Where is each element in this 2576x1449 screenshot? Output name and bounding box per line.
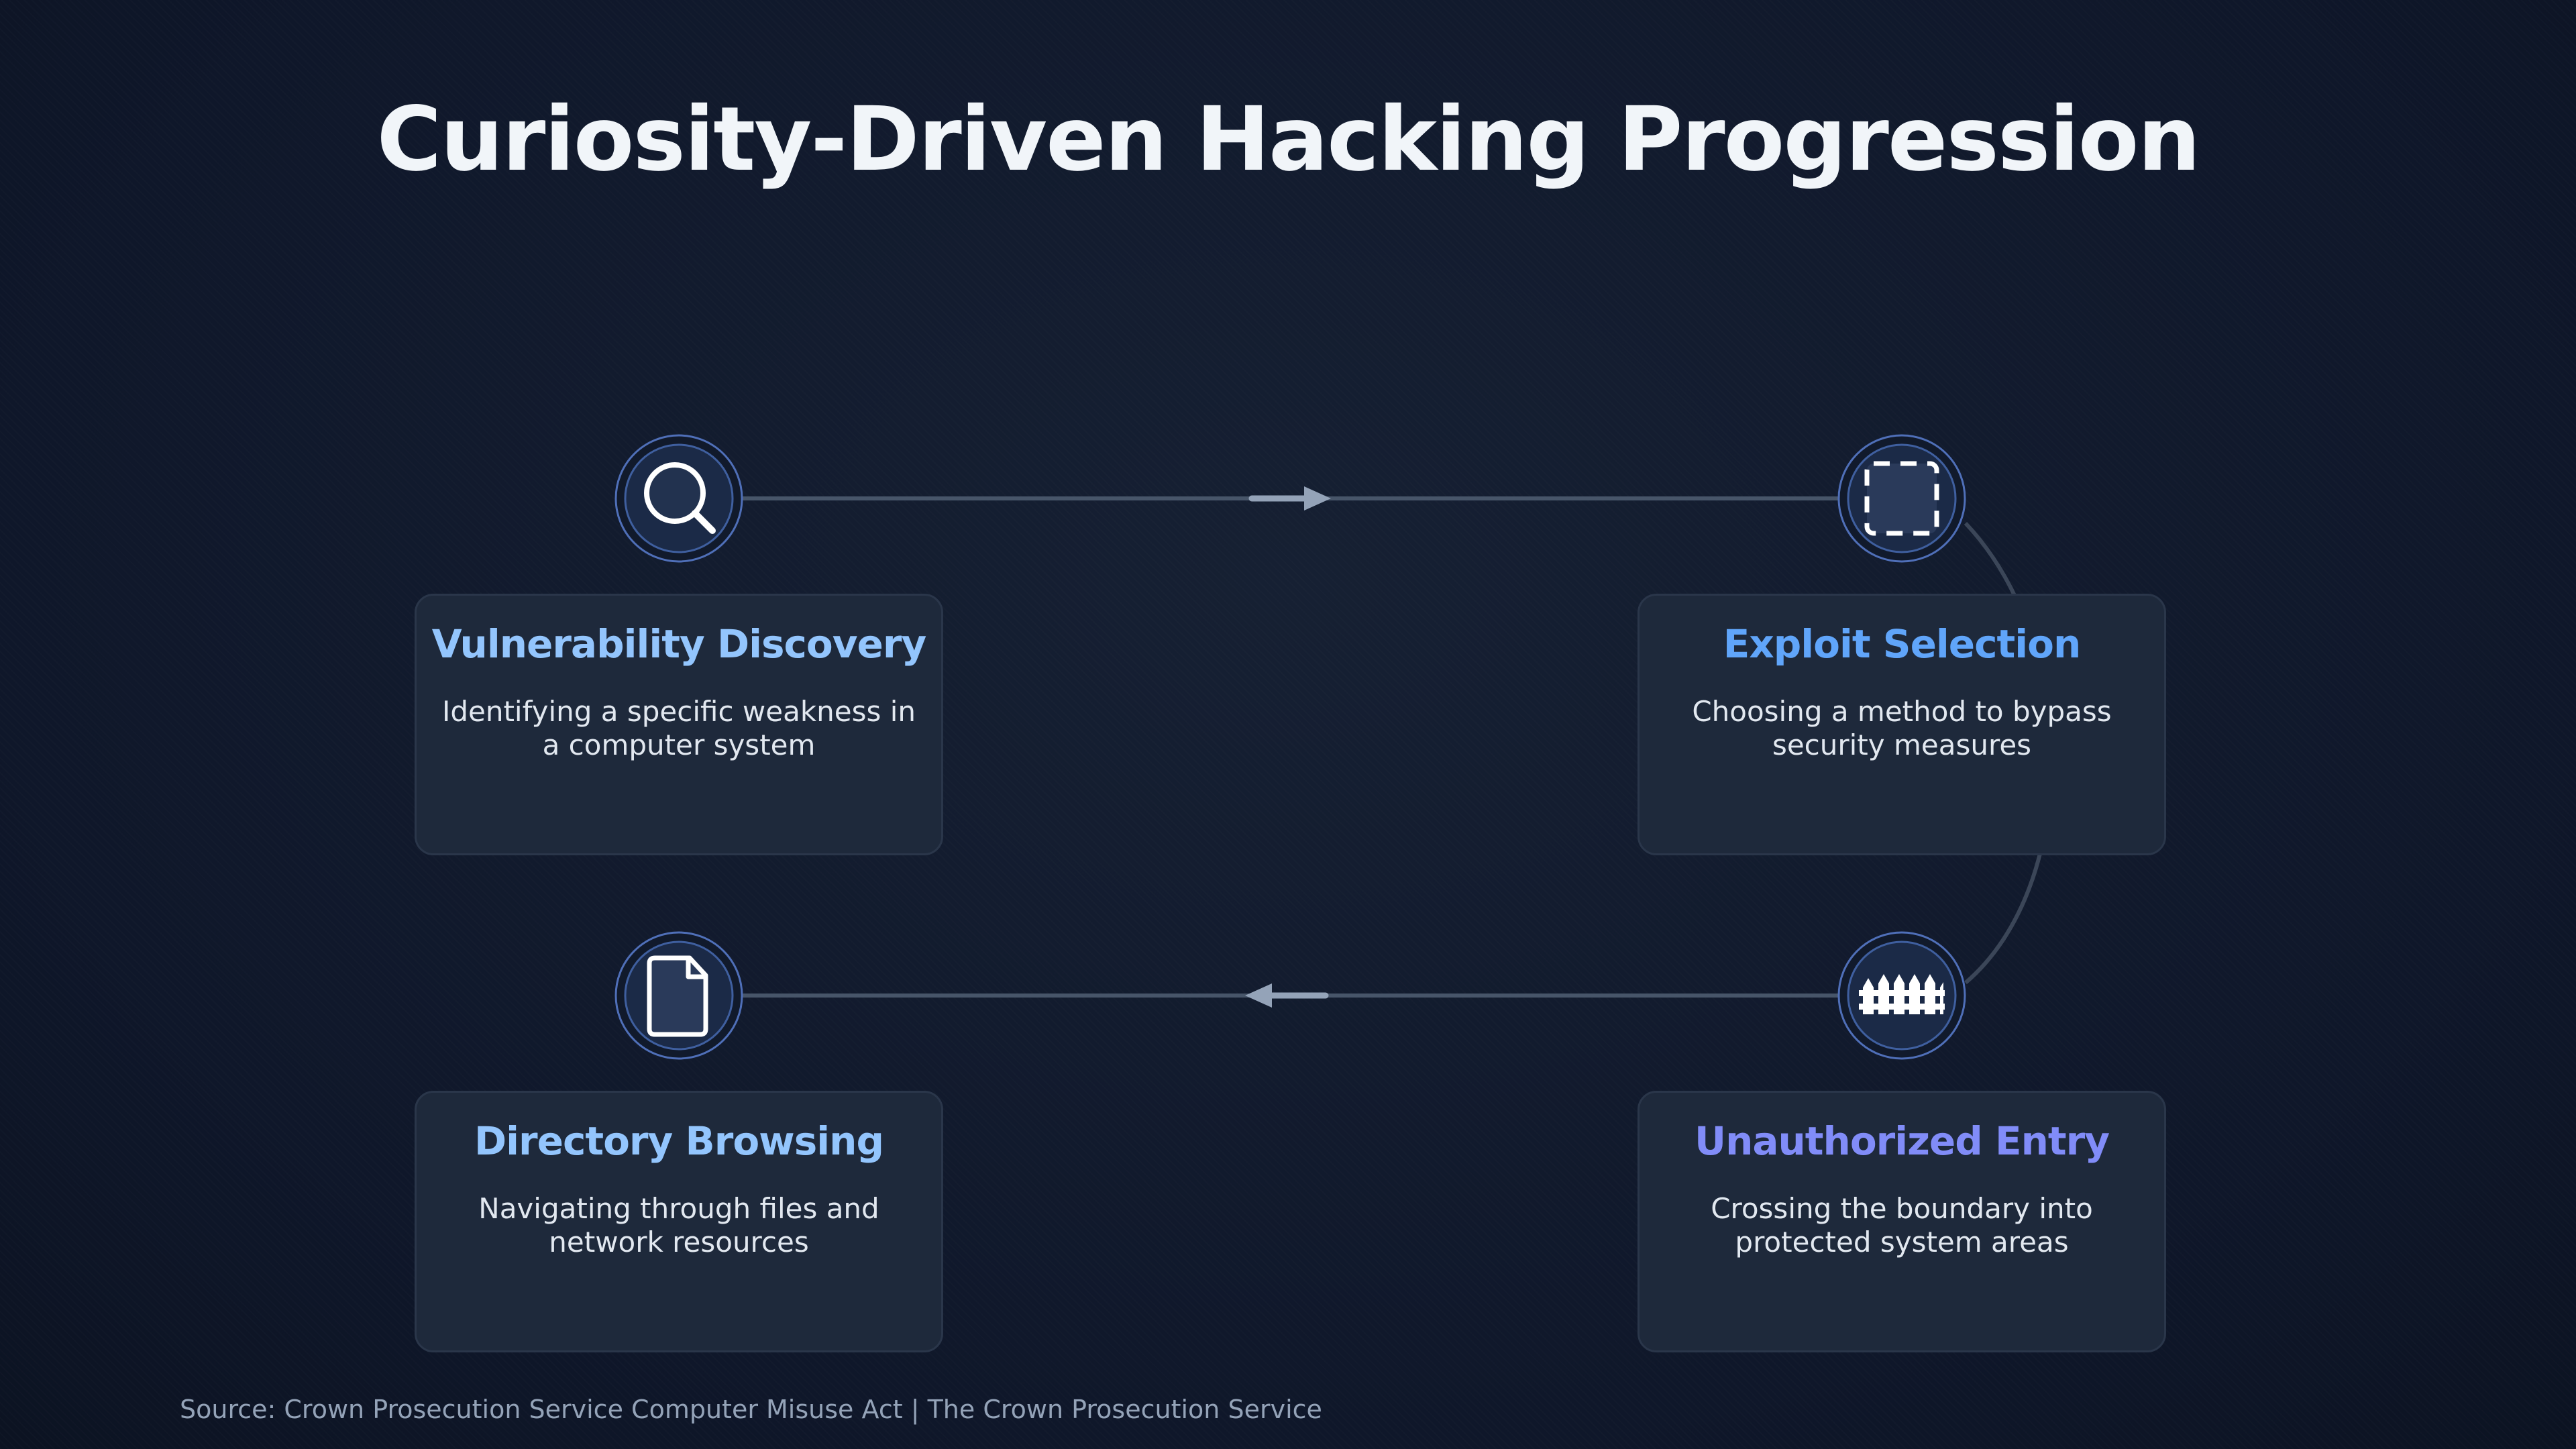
arrow-right-icon	[1248, 486, 1331, 511]
step-title: Directory Browsing	[474, 1118, 884, 1164]
step-card-directory-browsing: Directory Browsing Navigating through fi…	[415, 1091, 943, 1352]
fence-icon	[1837, 931, 1966, 1060]
diagram-title: Curiosity-Driven Hacking Progression	[376, 88, 2201, 191]
step-description: Choosing a method to bypass security mea…	[1692, 695, 2112, 761]
step-node-3	[1835, 928, 1969, 1063]
step-title: Exploit Selection	[1723, 621, 2082, 667]
step-description: Identifying a specific weakness in a com…	[441, 695, 916, 761]
step-card-exploit-selection: Exploit Selection Choosing a method to b…	[1638, 594, 2166, 855]
step-title: Unauthorized Entry	[1694, 1118, 2110, 1164]
arrow-left-icon	[1245, 983, 1329, 1008]
source-citation: Source: Crown Prosecution Service Comput…	[180, 1395, 1322, 1424]
step-node-4	[612, 928, 746, 1063]
step-card-unauthorized-entry: Unauthorized Entry Crossing the boundary…	[1638, 1091, 2166, 1352]
step-description: Crossing the boundary into protected sys…	[1711, 1192, 2093, 1258]
magnifying-glass-icon	[614, 434, 743, 563]
step-card-vulnerability-discovery: Vulnerability Discovery Identifying a sp…	[415, 594, 943, 855]
step-title: Vulnerability Discovery	[431, 621, 927, 667]
step-description: Navigating through files and network res…	[478, 1192, 879, 1258]
document-icon	[614, 931, 743, 1060]
selection-box-icon	[1837, 434, 1966, 563]
step-node-1	[612, 431, 746, 566]
step-node-2	[1835, 431, 1969, 566]
